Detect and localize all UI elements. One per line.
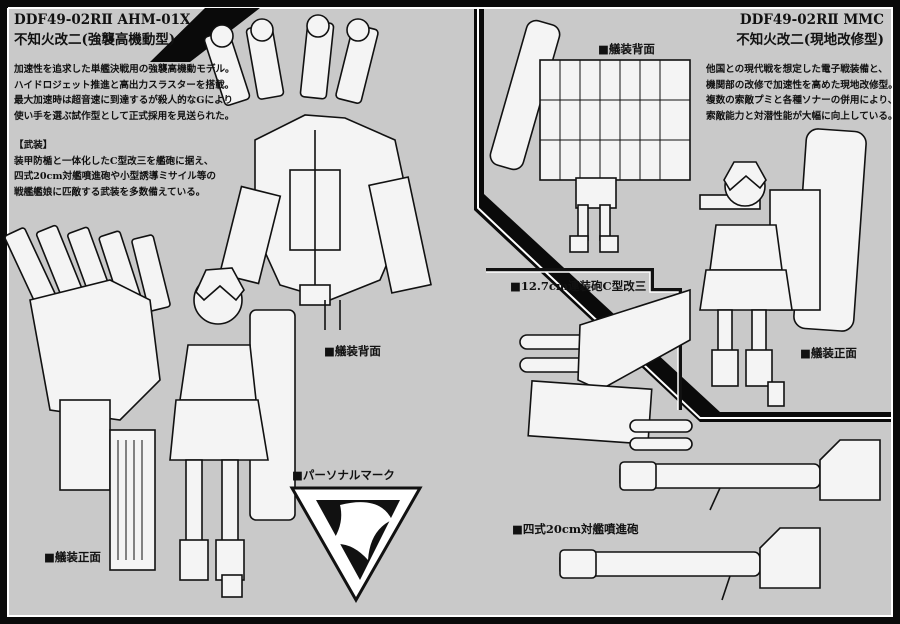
left-desc-line: ハイドロジェット推進と高出力スラスターを搭載。 <box>14 79 235 91</box>
weapons-line: 戦艦艦娘に匹敵する武装を多数備えている。 <box>14 186 206 198</box>
rig-back-right <box>489 19 691 253</box>
gun-c-type <box>519 288 693 451</box>
left-desc-line: 使い手を選ぶ試作型として正式採用を見送られた。 <box>14 110 235 122</box>
weapons-line: 装甲防楯と一体化したC型改三を艦砲に据え、 <box>14 155 214 167</box>
personal-mark-emblem <box>289 486 423 604</box>
label-right-front: ■艤装正面 <box>800 346 857 360</box>
left-description: 加速性を追求した単艦決戦用の強襲高機動モデル。 ハイドロジェット推進と高出力スラ… <box>14 62 235 124</box>
left-model-name: 不知火改二(強襲高機動型) <box>14 32 176 48</box>
label-left-front: ■艤装正面 <box>44 550 101 564</box>
right-desc-line: 索敵能力と対潜性能が大幅に向上している。 <box>706 110 898 122</box>
left-weapons: 【武装】 装甲防楯と一体化したC型改三を艦砲に据え、 四式20cm対艦噴進砲や小… <box>14 138 216 200</box>
label-personal-mark: ■パーソナルマーク <box>292 468 395 482</box>
right-desc-line: 複数の索敵プミと各種ソナーの併用により、 <box>706 95 898 107</box>
left-desc-line: 加速性を追求した単艦決戦用の強襲高機動モデル。 <box>14 64 235 75</box>
label-rocket: ■四式20cm対艦噴進砲 <box>512 522 639 536</box>
right-desc-line: 他国との現代戦を想定した電子戦装備と、 <box>706 64 888 75</box>
left-desc-line: 最大加速時は超音速に到達するが殺人的なGにより <box>14 95 234 107</box>
rig-back-left <box>203 14 432 330</box>
label-gun: ■12.7cm連装砲C型改三 <box>510 279 647 293</box>
rig-front-left <box>4 224 296 598</box>
label-right-back: ■艤装背面 <box>598 42 655 56</box>
rocket-launchers <box>559 439 881 601</box>
right-model-code: DDF49-02RⅡ MMC <box>739 12 884 28</box>
weapons-line: 四式20cm対艦噴進砲や小型誘導ミサイル等の <box>14 171 217 183</box>
rig-front-right <box>699 128 867 407</box>
label-left-back: ■艤装背面 <box>324 344 381 358</box>
weapons-heading: 【武装】 <box>14 140 53 151</box>
left-model-code: DDF49-02RⅡ AHM-01X <box>14 12 191 28</box>
right-model-name: 不知火改二(現地改修型) <box>736 32 884 48</box>
right-desc-line: 機関部の改修で加速性を高めた現地改修型。 <box>706 79 898 91</box>
right-description: 他国との現代戦を想定した電子戦装備と、 機関部の改修で加速性を高めた現地改修型。… <box>706 62 898 124</box>
